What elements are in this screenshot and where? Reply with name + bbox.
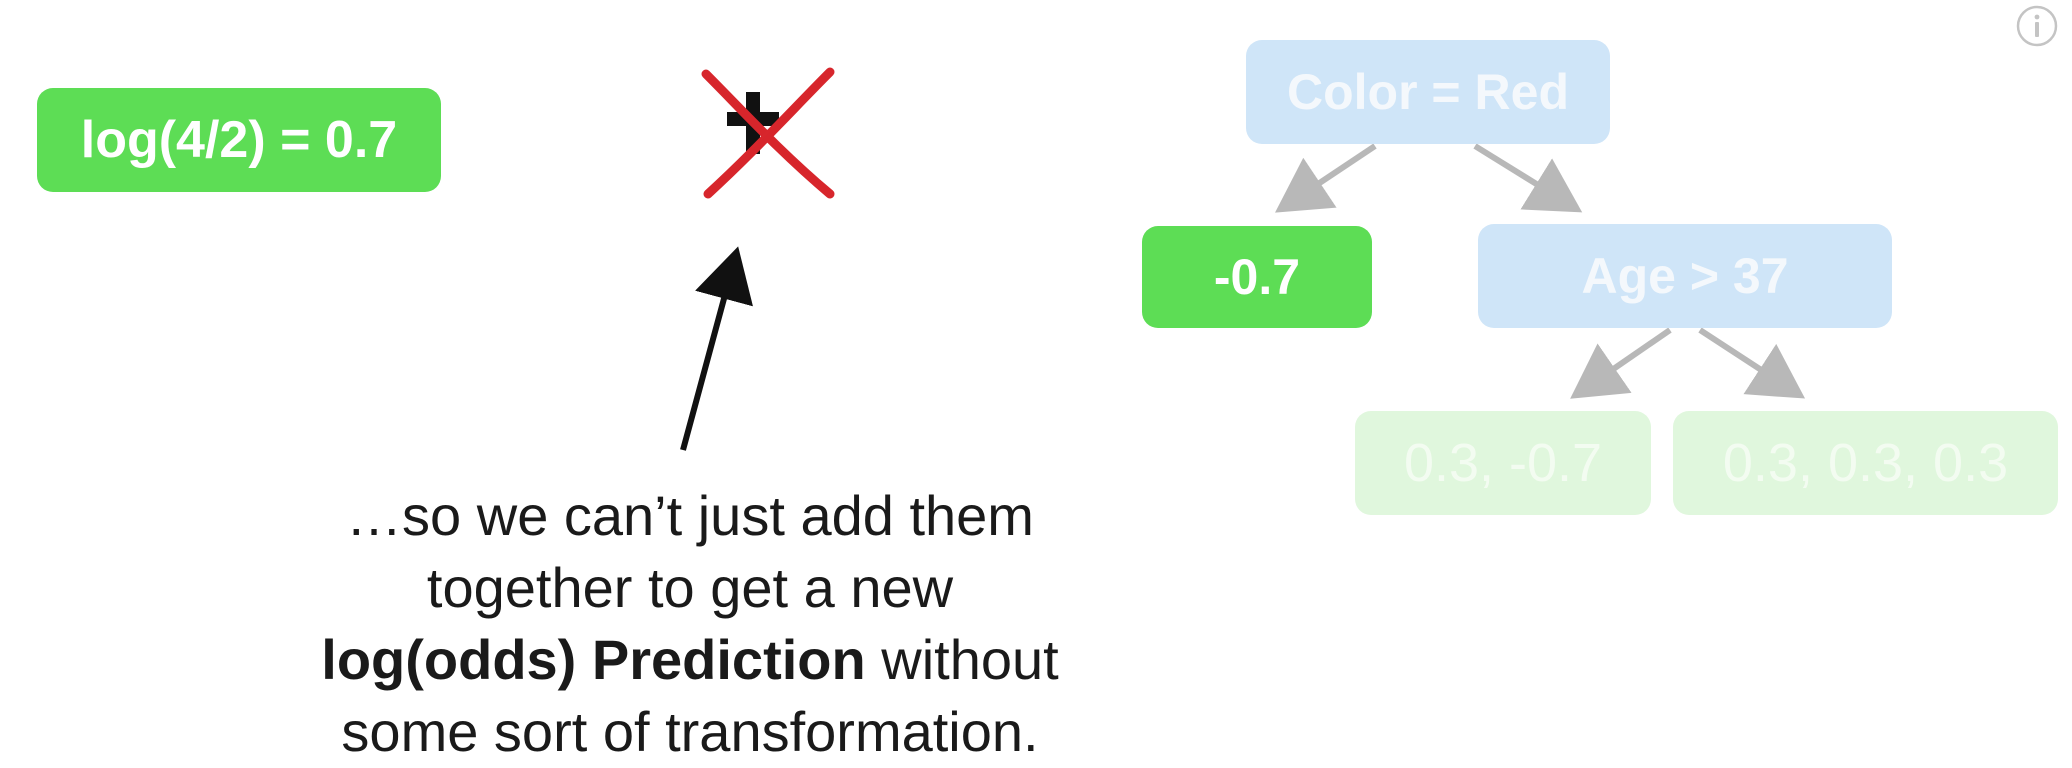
caption-text: …so we can’t just add them together to g… bbox=[250, 480, 1130, 768]
edge-age-to-leaf-b bbox=[1698, 327, 1806, 399]
log-odds-prior-label: log(4/2) = 0.7 bbox=[80, 111, 398, 169]
edge-root-to-age bbox=[1473, 143, 1583, 213]
plus-icon bbox=[727, 92, 779, 154]
caption-bold-term: log(odds) Prediction bbox=[321, 628, 866, 691]
caption-line-2: together to get a new bbox=[426, 556, 954, 619]
caption-line-3: log(odds) Prediction without bbox=[250, 624, 1130, 696]
tree-leaf-b-label: 0.3, 0.3, 0.3 bbox=[1722, 433, 2009, 493]
tree-root-label: Color = Red bbox=[1287, 64, 1569, 120]
log-odds-prior-box: log(4/2) = 0.7 bbox=[37, 88, 441, 192]
tree-leaf-a-label: 0.3, -0.7 bbox=[1403, 433, 1603, 493]
pointer-arrow bbox=[680, 246, 753, 451]
red-x-icon bbox=[701, 67, 835, 199]
tree-root-node: Color = Red bbox=[1246, 40, 1610, 144]
edge-age-to-leaf-a bbox=[1570, 327, 1672, 399]
info-icon[interactable] bbox=[2015, 4, 2059, 48]
caption-line-1: …so we can’t just add them bbox=[346, 484, 1034, 547]
tree-internal-node: Age > 37 bbox=[1478, 224, 1892, 328]
caption-line-3-rest: without bbox=[865, 628, 1059, 691]
tree-leaf-left-label: -0.7 bbox=[1213, 249, 1301, 305]
tree-leaf-left: -0.7 bbox=[1142, 226, 1372, 328]
caption-line-4: some sort of transformation. bbox=[341, 700, 1039, 763]
tree-leaf-b: 0.3, 0.3, 0.3 bbox=[1673, 411, 2058, 515]
edge-root-to-left bbox=[1275, 143, 1377, 213]
tree-internal-label: Age > 37 bbox=[1581, 248, 1789, 304]
tree-leaf-a: 0.3, -0.7 bbox=[1355, 411, 1651, 515]
